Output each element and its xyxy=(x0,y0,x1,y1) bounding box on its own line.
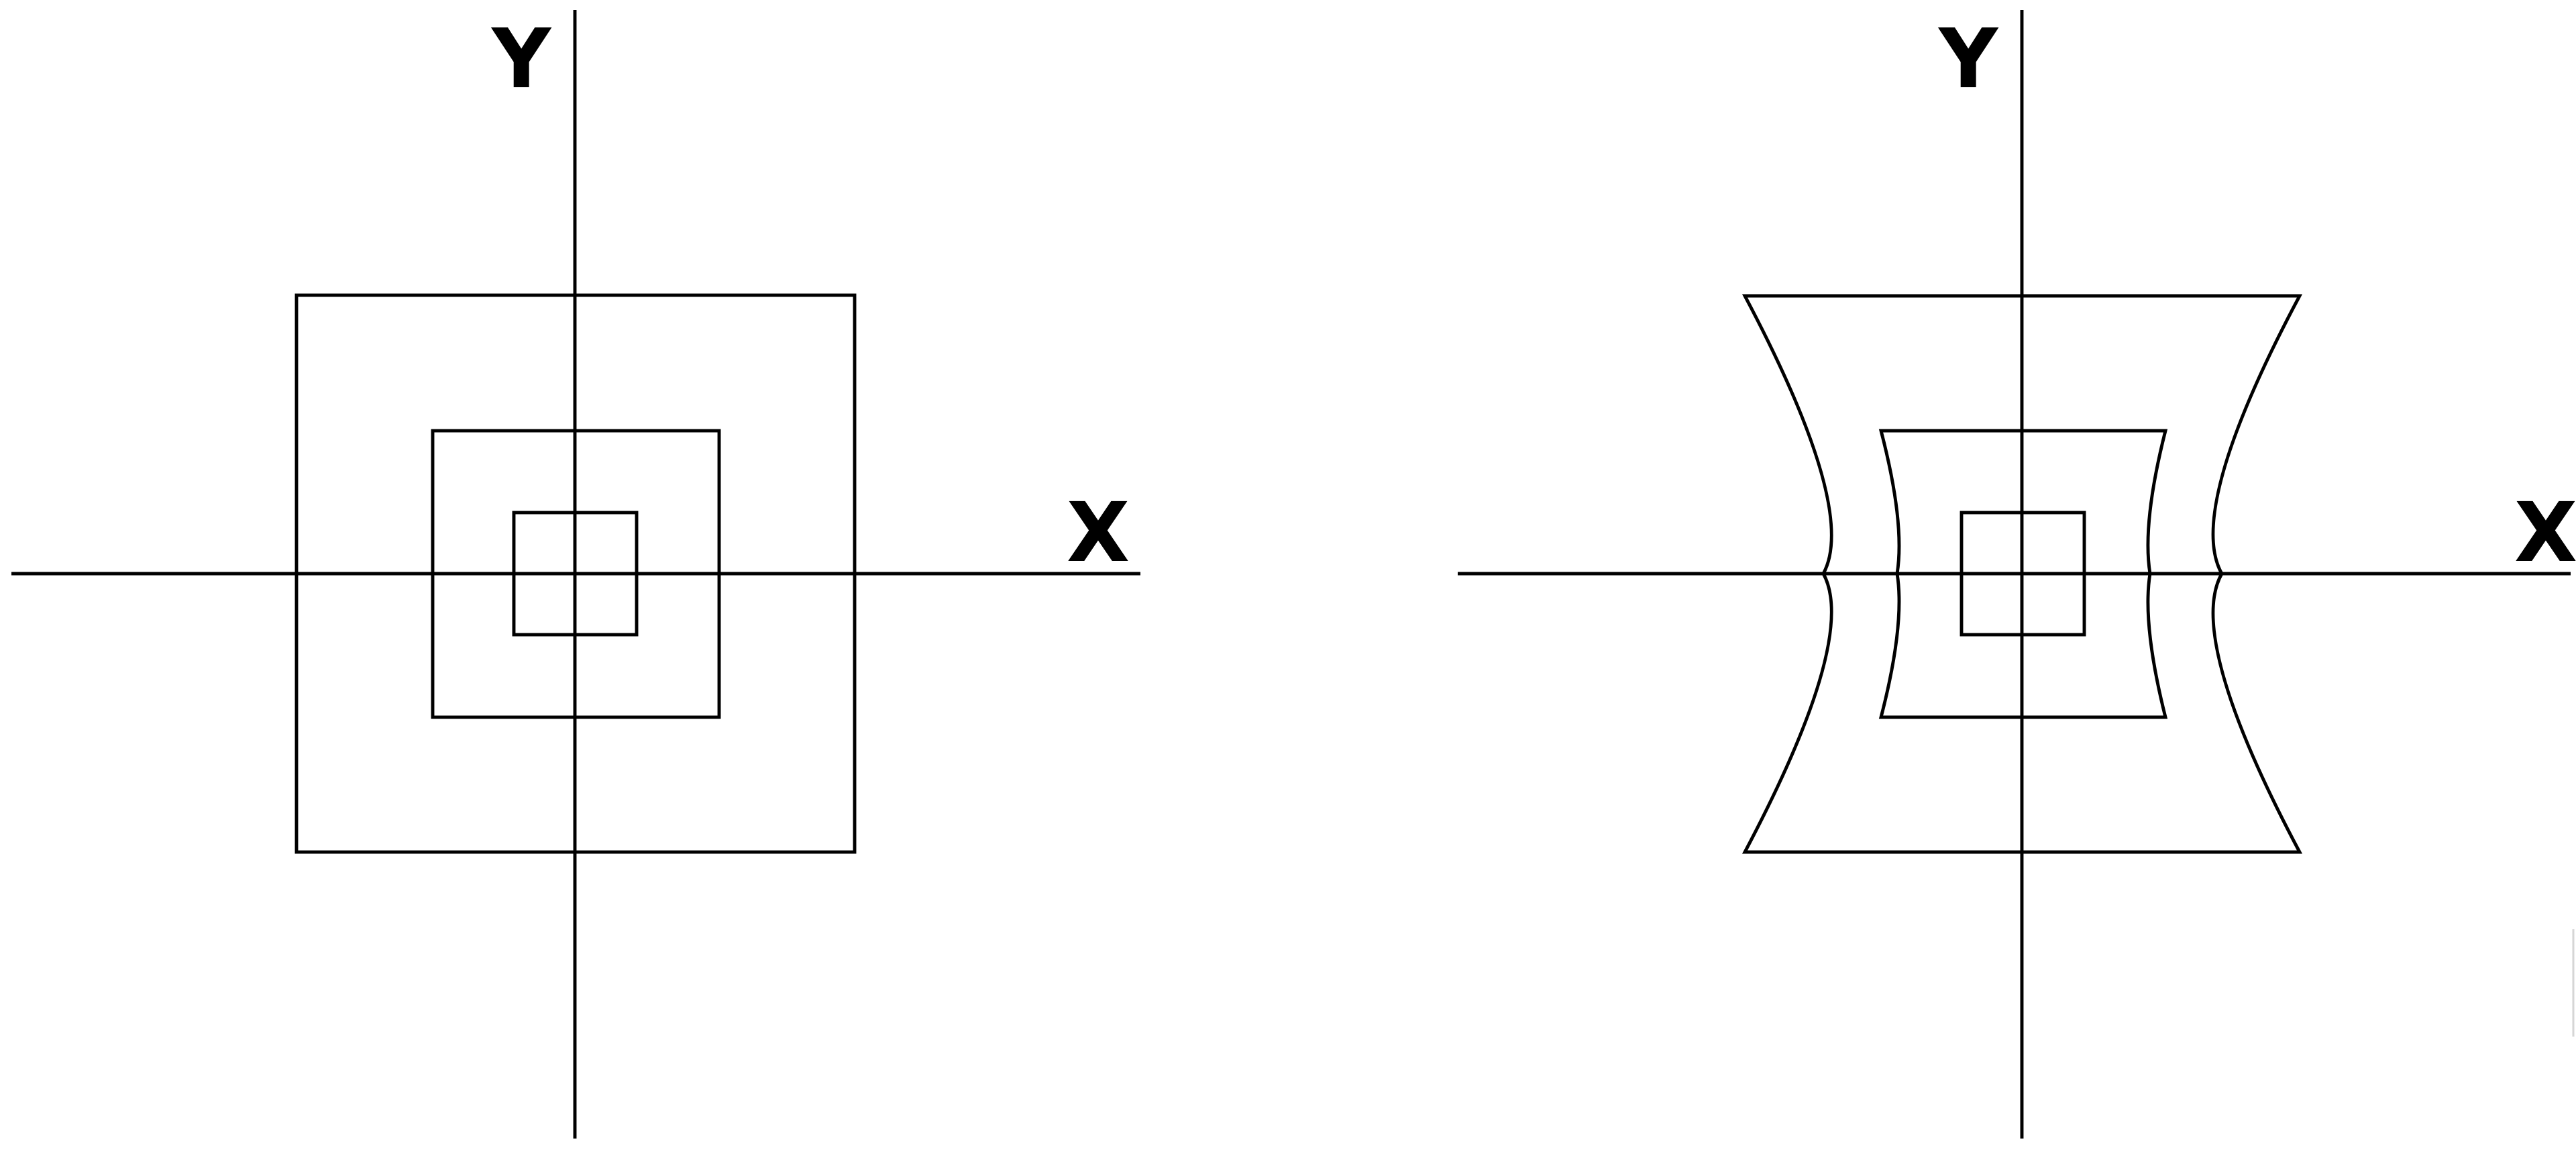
panel-undistorted: Y X xyxy=(11,10,1140,1139)
curved-square-medium xyxy=(1878,429,2168,719)
x-axis-label: X xyxy=(1067,485,1130,580)
square-small xyxy=(1960,511,2086,637)
x-axis-label: X xyxy=(2514,485,2576,580)
y-axis-label: Y xyxy=(1937,11,1999,107)
square-medium xyxy=(431,429,721,719)
curved-square-large xyxy=(1741,294,2303,854)
y-axis-label: Y xyxy=(490,11,552,107)
panel-pincushion: Y X xyxy=(1458,10,2576,1139)
square-small xyxy=(512,511,639,637)
square-large xyxy=(294,293,857,854)
